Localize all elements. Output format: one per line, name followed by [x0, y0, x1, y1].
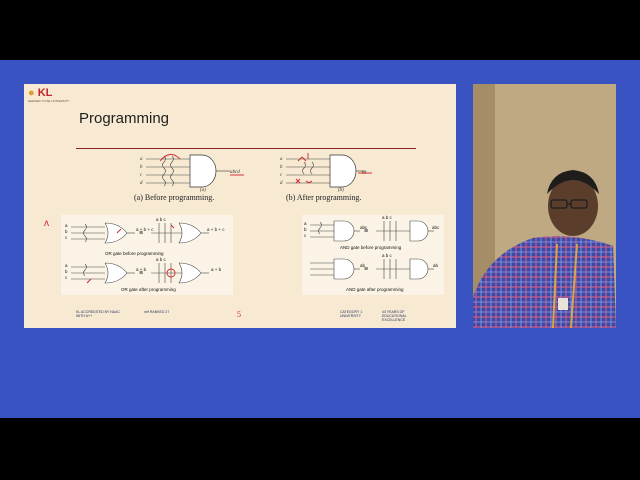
svg-text:c: c — [280, 173, 283, 178]
and-gate-diagram: ≡ ≡ — [310, 220, 434, 280]
title-divider — [76, 148, 416, 149]
slide-title: Programming — [79, 110, 170, 127]
input-label: a — [140, 157, 143, 162]
output-label: bc — [362, 171, 368, 176]
page-number: 5 — [237, 310, 241, 319]
or-input-b: b — [65, 229, 68, 234]
gate-before-programming: a b c d abcd (a) — [140, 154, 244, 193]
or-input-b2: b — [65, 269, 68, 274]
footer-naac: KL ACCREDITED BY NAAC WITH A++ — [76, 310, 120, 318]
svg-text:a: a — [280, 157, 283, 162]
caption-before: (a) Before programming. — [134, 193, 215, 202]
or-input-a2: a — [65, 263, 68, 268]
svg-text:≡: ≡ — [139, 230, 143, 237]
and-label-after: AND gate after programming — [346, 287, 404, 292]
svg-text:≡: ≡ — [364, 266, 368, 273]
university-logo: ● KL — [28, 87, 53, 99]
footer-years: 43 YEARS OF EDUCATIONAL EXCELLENCE — [382, 310, 407, 322]
and-input-c: c — [304, 233, 307, 238]
logo-subtitle: DEEMED TO BE UNIVERSITY — [28, 99, 70, 103]
and-bus-header: a b c — [382, 215, 392, 220]
output-label: abcd — [230, 170, 240, 175]
or-label-before: OR gate before programming — [105, 251, 164, 256]
input-label: d — [140, 181, 143, 186]
or-input-a: a — [65, 223, 68, 228]
svg-text:≡: ≡ — [364, 228, 368, 235]
presenter-figure — [473, 84, 616, 328]
presentation-slide: ● KL DEEMED TO BE UNIVERSITY Programming… — [24, 84, 456, 328]
and-output-before: abc — [360, 225, 368, 230]
or-bus-header: a b c — [156, 217, 166, 222]
or-output-after: a + b — [136, 267, 147, 272]
svg-text:≡: ≡ — [139, 270, 143, 277]
or-output-before: a + b + c — [136, 227, 154, 232]
or-output-before-right: a + b + c — [207, 227, 225, 232]
caption-after: (b) After programming. — [286, 193, 362, 202]
svg-text:b: b — [280, 165, 283, 170]
svg-text:d: d — [280, 181, 283, 186]
footer-category: CATEGORY 1 UNIVERSITY — [340, 310, 363, 318]
or-gate-diagram: ≡ ≡ — [71, 222, 209, 284]
and-gate-panel: ≡ ≡ a b c a b c abc abc AND gate before … — [302, 215, 444, 295]
gate-after-programming: a b c d bc (b) — [280, 153, 372, 193]
top-gate-figure: a b c d abcd (a) a b c d — [140, 153, 372, 193]
or-gate-panel: ≡ ≡ a b c a b c a + b + c a + b + c OR g… — [61, 215, 233, 295]
or-input-c: c — [65, 235, 68, 240]
input-label: c — [140, 173, 143, 178]
video-stage: ● KL DEEMED TO BE UNIVERSITY Programming… — [0, 60, 640, 418]
and-label-before: AND gate before programming — [340, 245, 402, 250]
sublabel: (a) — [200, 188, 206, 193]
and-output-before-right: abc — [432, 225, 440, 230]
footer-nirf: nirf RANKED 27 — [144, 310, 170, 314]
or-bus-header-2: a b c — [156, 257, 166, 262]
annotation-mark: ʌ — [44, 218, 49, 229]
and-output-after: ab — [360, 263, 366, 268]
or-input-c2: c — [65, 275, 68, 280]
input-label: b — [140, 165, 143, 170]
presenter-webcam — [473, 84, 616, 328]
sublabel: (b) — [338, 188, 344, 193]
or-output-after-right: a + b — [211, 267, 222, 272]
or-label-after: OR gate after programming — [121, 287, 176, 292]
and-output-after-right: ab — [433, 263, 439, 268]
and-input-a: a — [304, 221, 307, 226]
and-bus-header-2: a b c — [382, 253, 392, 258]
and-input-b: b — [304, 227, 307, 232]
